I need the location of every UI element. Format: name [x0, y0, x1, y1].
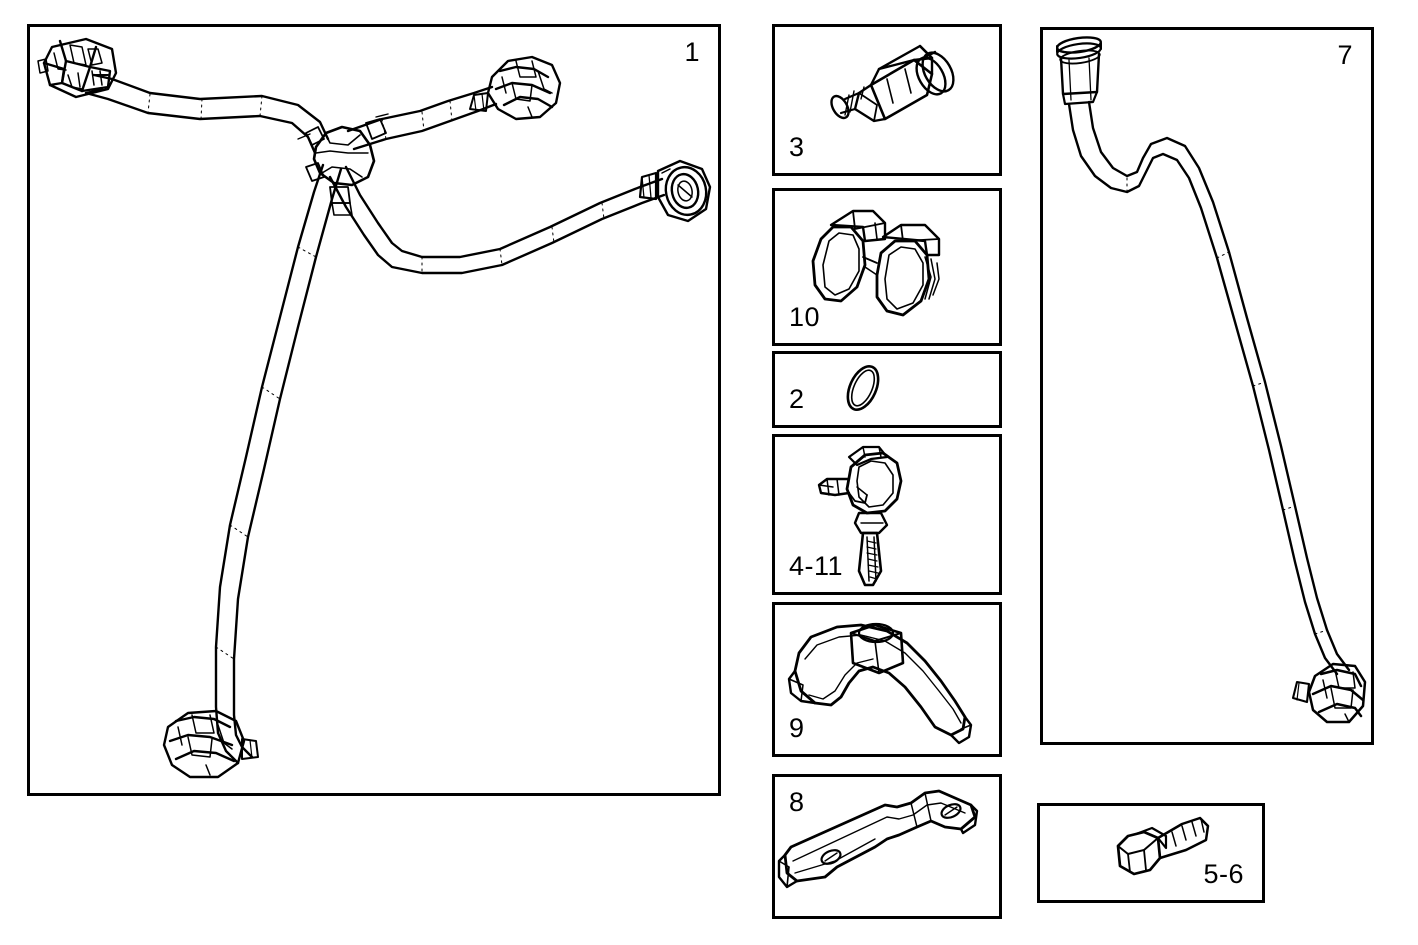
- panel-saddle-clamp-with-nut: 9: [772, 602, 1002, 757]
- panel-label-4-11: 4-11: [789, 551, 844, 581]
- panel-double-line-retainer-clip: 10: [772, 188, 1002, 346]
- panel-label-7: 7: [1337, 40, 1353, 70]
- panel-label-1: 1: [684, 37, 700, 67]
- panel-label-8: 8: [789, 787, 805, 817]
- fuel-line-secondary-illustration: [1043, 30, 1371, 742]
- saddle-clamp-illustration: [775, 605, 999, 754]
- panel-label-9: 9: [789, 713, 805, 743]
- panel-hex-flange-bolt: 5-6: [1037, 803, 1265, 903]
- mounting-bracket-illustration: [775, 777, 999, 916]
- panel-label-10: 10: [789, 302, 821, 332]
- panel-label-3: 3: [789, 132, 805, 162]
- panel-mounting-bracket: 8: [772, 774, 1002, 919]
- panel-push-in-line-clip: 4-11: [772, 434, 1002, 595]
- panel-o-ring-seal: 2: [772, 351, 1002, 428]
- panel-fuel-line-assembly-main: 1: [27, 24, 721, 796]
- panel-fuel-pressure-regulator-valve: 3: [772, 24, 1002, 176]
- fuel-line-assembly-main-illustration: [30, 27, 718, 793]
- panel-label-5-6: 5-6: [1203, 859, 1244, 889]
- panel-label-2: 2: [789, 384, 805, 414]
- panel-fuel-line-secondary: 7: [1040, 27, 1374, 745]
- regulator-valve-illustration: [775, 27, 999, 173]
- o-ring-illustration: [775, 354, 999, 425]
